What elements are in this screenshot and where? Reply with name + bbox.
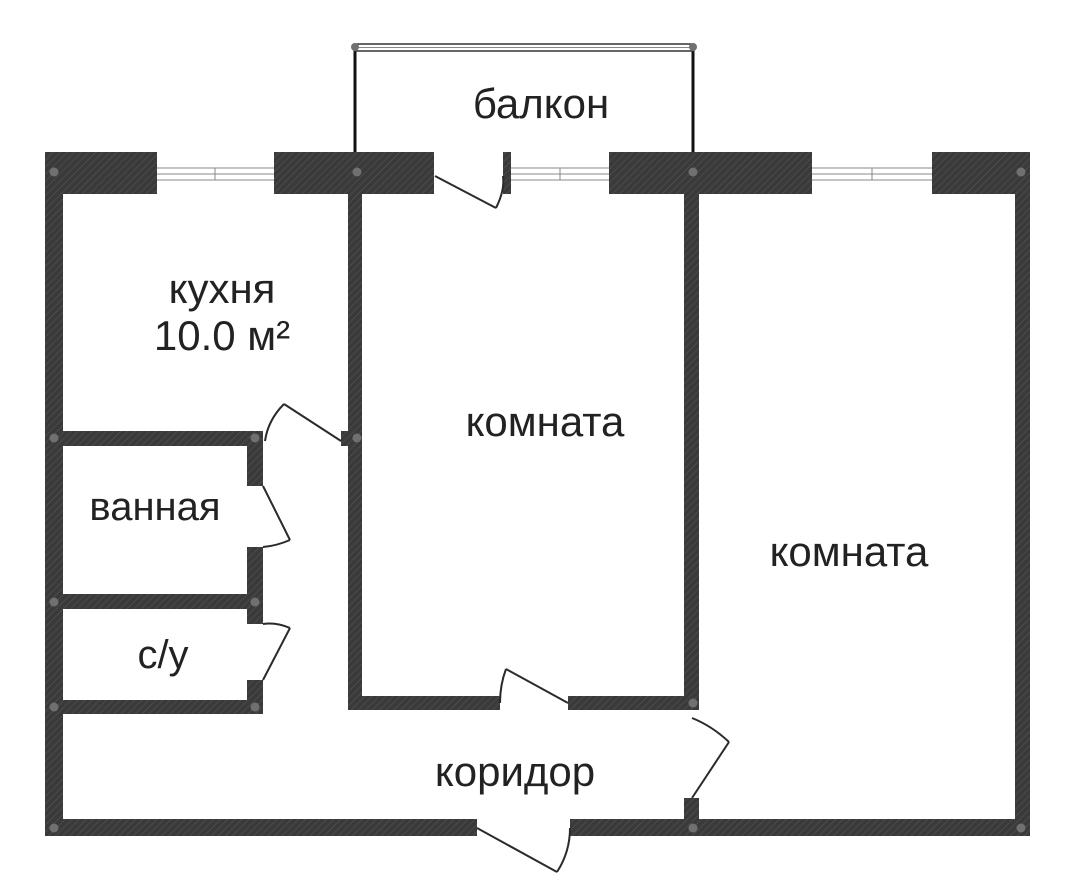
- corridor-label: коридор: [435, 748, 595, 795]
- doors: [262, 175, 730, 873]
- wall-joints: [49, 167, 1026, 833]
- middle-room-label: комната: [466, 398, 625, 445]
- door-toilet: [262, 622, 291, 681]
- door-kitchen: [264, 403, 342, 442]
- door-bathroom: [262, 485, 291, 548]
- window-middle-room: [511, 154, 609, 192]
- room-labels: балкон кухня 10.0 м² комната комната ван…: [89, 80, 929, 795]
- kitchen-area: 10.0 м²: [154, 312, 290, 359]
- door-entrance: [476, 827, 571, 873]
- window-right-room: [812, 154, 932, 192]
- bathroom-label: ванная: [89, 485, 220, 529]
- door-right-room: [691, 717, 730, 799]
- right-room-label: комната: [770, 528, 929, 575]
- door-balcony: [434, 175, 505, 209]
- windows: [157, 154, 932, 192]
- window-kitchen: [157, 154, 274, 192]
- balcony-label: балкон: [473, 80, 609, 127]
- balcony: [351, 43, 697, 155]
- door-middle-room: [499, 668, 569, 704]
- toilet-label: с/у: [137, 633, 188, 677]
- kitchen-label: кухня: [169, 265, 276, 312]
